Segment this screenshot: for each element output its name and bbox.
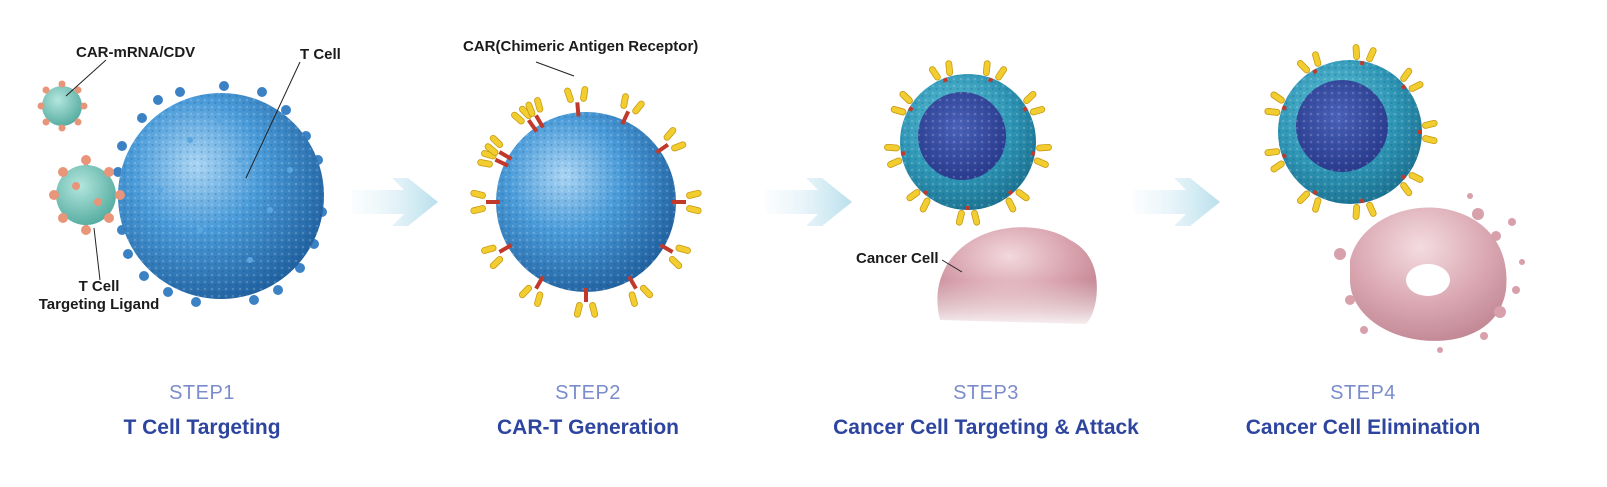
step1-leader-lines — [65, 59, 301, 281]
car-receptor-5 — [655, 127, 687, 155]
car-receptor-6 — [672, 189, 702, 215]
car-receptor-10 — [1264, 91, 1287, 116]
arrow-step1-to-step2 — [352, 178, 438, 226]
car-mrna-cdv-vesicle-small — [37, 80, 88, 132]
car-receptor-10 — [890, 90, 914, 116]
car-t-cell-step4 — [1264, 44, 1438, 220]
car-receptors — [470, 86, 702, 318]
car-receptor-7 — [955, 206, 981, 226]
step1-title: T Cell Targeting — [123, 416, 281, 439]
car-receptor-5 — [1418, 119, 1438, 145]
car-receptor-6 — [1005, 189, 1030, 213]
label-t-cell: T Cell — [300, 46, 341, 63]
t-cell-step1 — [113, 81, 327, 307]
arrow-step2-to-step3 — [766, 178, 852, 226]
car-receptor-9 — [884, 143, 906, 168]
label-car-mrna-cdv: CAR-mRNA/CDV — [76, 44, 196, 61]
car-receptor-9 — [573, 288, 599, 318]
car-receptor-3 — [982, 60, 1008, 83]
car-receptor-4 — [620, 93, 645, 125]
car-receptor-4 — [1022, 90, 1046, 116]
fragmented-cancer-cell — [1334, 193, 1525, 353]
car-receptor-14 — [511, 101, 539, 133]
car-receptor-7 — [659, 243, 691, 270]
car-receptor-2 — [928, 60, 954, 83]
car-t-cell-step3 — [884, 60, 1052, 226]
car-receptor-10 — [518, 275, 545, 307]
cancer-cell-leader-line — [941, 259, 963, 273]
step3-illustration — [884, 60, 1110, 330]
step4-number: STEP4 — [1330, 382, 1396, 404]
car-receptor-3 — [1352, 44, 1377, 66]
car-receptor-2 — [1296, 51, 1322, 75]
label-ligand-line2: Targeting Ligand — [38, 296, 160, 313]
car-receptor-5 — [1030, 143, 1052, 168]
label-t-cell-targeting-ligand: T Cell Targeting Ligand — [34, 278, 164, 314]
label-ligand-line1: T Cell — [78, 278, 120, 295]
arrow-step3-to-step4 — [1134, 178, 1220, 226]
cancer-cell-step3 — [920, 227, 1110, 330]
step4-title: Cancer Cell Elimination — [1245, 416, 1481, 439]
step2-number: STEP2 — [555, 382, 621, 404]
car-receptor-8 — [1296, 189, 1322, 213]
car-receptor-3 — [564, 86, 589, 117]
label-car-receptor: CAR(Chimeric Antigen Receptor) — [463, 38, 699, 55]
car-receptor-7 — [1352, 198, 1377, 220]
car-receptor-1 — [481, 134, 513, 161]
car-receptor-4 — [1400, 67, 1424, 92]
car-leader-line — [535, 61, 575, 77]
car-receptor-6 — [1400, 172, 1424, 197]
step4-illustration — [1264, 44, 1525, 353]
car-receptor-11 — [481, 243, 513, 270]
car-receptor-12 — [470, 189, 500, 215]
car-receptor-2 — [518, 97, 545, 129]
step2-title: CAR-T Generation — [496, 416, 679, 439]
step3-number: STEP3 — [953, 382, 1019, 404]
car-receptor-9 — [1264, 148, 1287, 173]
illustration-canvas — [37, 44, 1525, 353]
step1-number: STEP1 — [169, 382, 235, 404]
car-receptor-13 — [477, 143, 509, 168]
car-receptor-8 — [627, 275, 654, 307]
step3-title: Cancer Cell Targeting & Attack — [833, 416, 1139, 439]
step2-illustration — [470, 61, 702, 318]
step1-illustration — [37, 59, 327, 307]
car-receptor-8 — [906, 189, 931, 213]
car-mrna-cdv-vesicle-docked — [49, 155, 125, 235]
label-cancer-cell: Cancer Cell — [856, 250, 939, 267]
